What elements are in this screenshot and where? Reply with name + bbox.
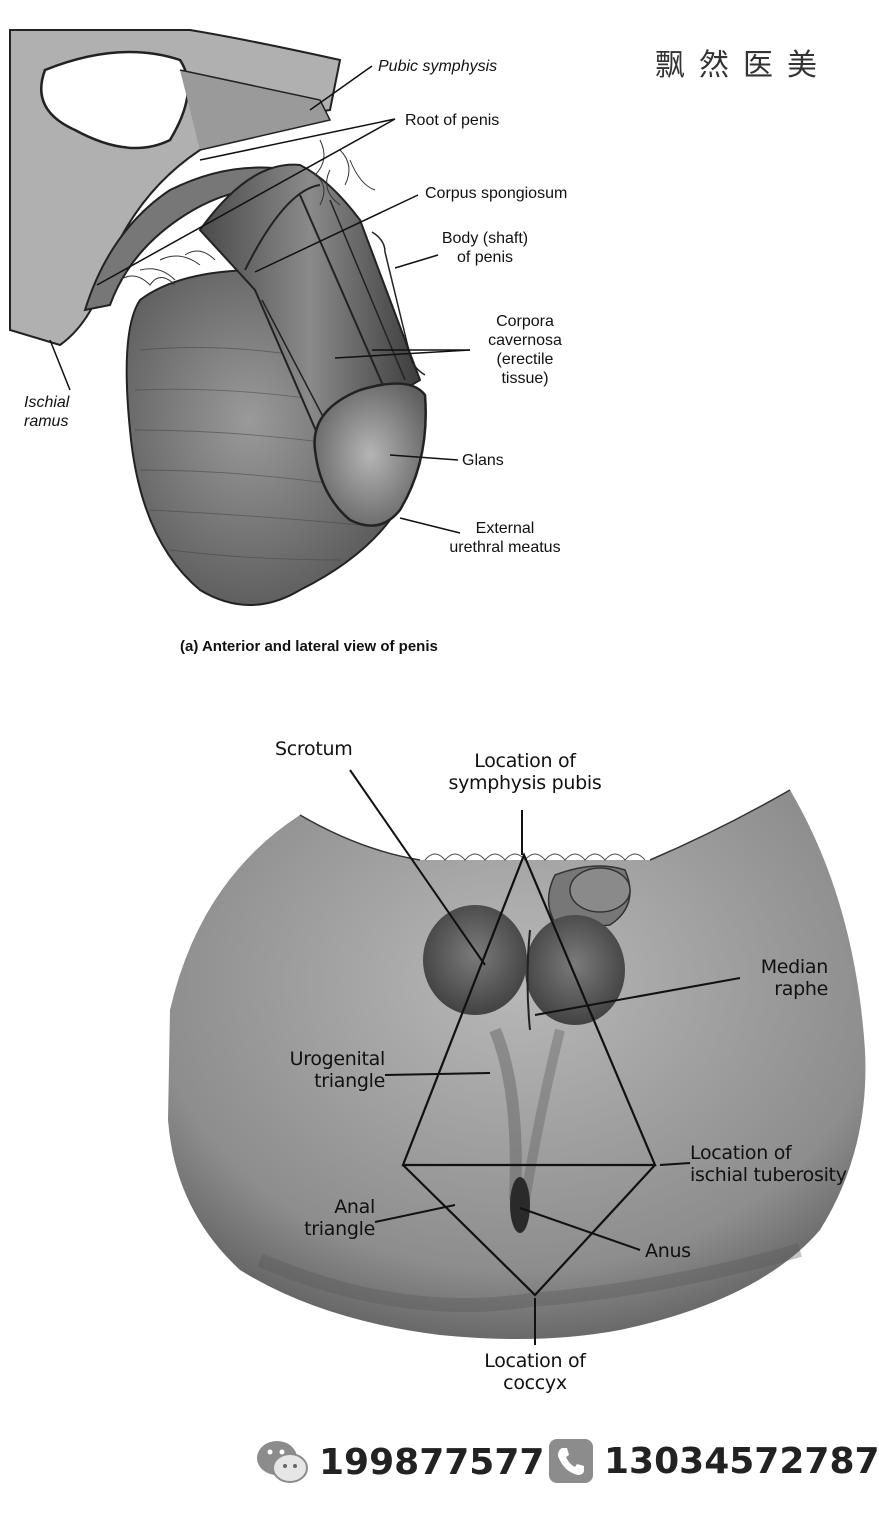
label-corpora-line1: Corpora (496, 313, 554, 330)
phone-contact: 13034572787 (548, 1438, 879, 1484)
label-root-of-penis: Root of penis (405, 112, 500, 129)
label-body-shaft-line1: Body (shaft) (441, 230, 529, 247)
phone-number: 13034572787 (604, 1440, 879, 1482)
wechat-number: 199877577 (319, 1441, 545, 1483)
label-scrotum: Scrotum (275, 738, 353, 760)
label-urogenital-line1: Urogenital (289, 1048, 386, 1070)
watermark-text: 飘然医美 (655, 48, 831, 83)
label-urogenital-line2: triangle (314, 1070, 385, 1092)
figure-a-caption: (a) Anterior and lateral view of penis (180, 638, 438, 655)
label-corpus-spongiosum: Corpus spongiosum (425, 185, 568, 202)
label-coccyx-line2: coccyx (503, 1372, 567, 1394)
label-corpora-line4: tissue) (501, 370, 549, 387)
label-pubic-symphysis: Pubic symphysis (378, 58, 498, 75)
label-symphysis-pubis: Location of symphysis pubis (430, 750, 620, 794)
label-glans: Glans (462, 452, 504, 469)
label-ischial-ramus: Ischial ramus (24, 393, 69, 431)
leader-lines-b (349, 769, 741, 1345)
perineum-figure (168, 789, 866, 1339)
label-meatus-line2: urethral meatus (449, 539, 561, 556)
label-ischial-tuberosity: Location of ischial tuberosity (690, 1142, 847, 1186)
label-urogenital-triangle: Urogenital triangle (270, 1048, 386, 1092)
label-median-raphe: Median raphe (720, 956, 829, 1000)
wechat-contact: 199877577 (255, 1438, 544, 1486)
label-corpora-line3: (erectile (496, 351, 554, 368)
label-anal-line2: triangle (304, 1218, 375, 1240)
phone-icon (548, 1438, 594, 1484)
label-anus: Anus (645, 1240, 691, 1262)
label-ischial-line1: Ischial (24, 394, 70, 411)
penis-figure (9, 29, 427, 606)
label-symphysis-line1: Location of (474, 750, 576, 772)
label-anal-line1: Anal (334, 1196, 375, 1218)
wechat-icon (255, 1438, 309, 1486)
label-anal-triangle: Anal triangle (280, 1196, 375, 1240)
label-external-urethral-meatus: External urethral meatus (425, 519, 585, 557)
label-symphysis-line2: symphysis pubis (448, 772, 602, 794)
label-ischial-tub-line2: ischial tuberosity (690, 1164, 847, 1186)
label-corpora-cavernosa: Corpora cavernosa (erectile tissue) (470, 312, 580, 388)
label-median-line1: Median (760, 956, 829, 978)
label-coccyx: Location of coccyx (455, 1350, 615, 1394)
label-ischial-tub-line1: Location of (690, 1142, 792, 1164)
label-corpora-line2: cavernosa (488, 332, 562, 349)
label-meatus-line1: External (475, 520, 535, 537)
label-median-line2: raphe (774, 978, 828, 1000)
label-ischial-line2: ramus (24, 413, 69, 430)
label-body-shaft: Body (shaft) of penis (425, 229, 545, 267)
label-coccyx-line1: Location of (484, 1350, 586, 1372)
watermark-logo: 飘然医美 (655, 40, 831, 84)
leader-lines-a (49, 65, 471, 534)
label-body-shaft-line2: of penis (456, 249, 514, 266)
